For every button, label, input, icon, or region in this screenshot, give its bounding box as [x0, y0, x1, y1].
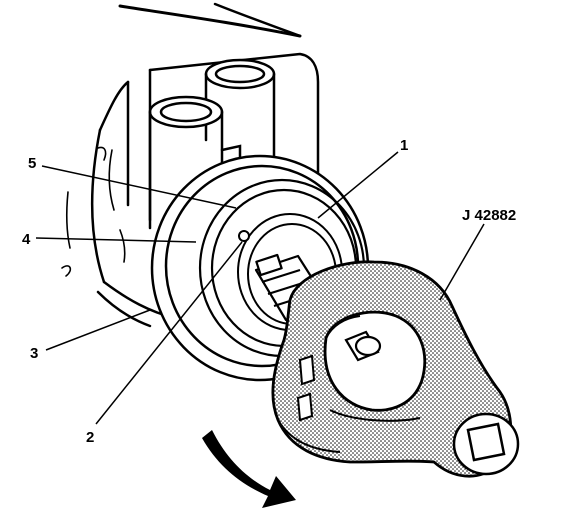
leader-tool	[439, 223, 485, 301]
callout-tool-number: J 42882	[462, 207, 516, 224]
callout-2: 2	[86, 429, 94, 446]
callout-4: 4	[22, 231, 31, 248]
callout-5: 5	[28, 155, 36, 172]
leader-lines	[35, 151, 485, 425]
leader-3	[45, 309, 151, 351]
leader-1	[317, 151, 399, 219]
tool-slot-details	[296, 354, 316, 422]
tool-square-drive	[452, 412, 520, 476]
front-pipe	[148, 95, 242, 230]
leader-2	[95, 241, 243, 425]
rear-pipe	[204, 58, 276, 162]
rotation-direction-arrow	[202, 429, 296, 508]
seal-remover-tool	[271, 260, 513, 478]
retaining-pin	[238, 230, 250, 242]
callout-1: 1	[400, 137, 408, 154]
housing-detail-strokes	[61, 146, 126, 277]
leader-5	[41, 165, 237, 209]
tool-pin	[344, 330, 382, 362]
leader-4	[35, 237, 197, 243]
callout-3: 3	[30, 345, 38, 362]
callout-labels: 1 2 3 4 5 J 42882	[22, 137, 516, 446]
